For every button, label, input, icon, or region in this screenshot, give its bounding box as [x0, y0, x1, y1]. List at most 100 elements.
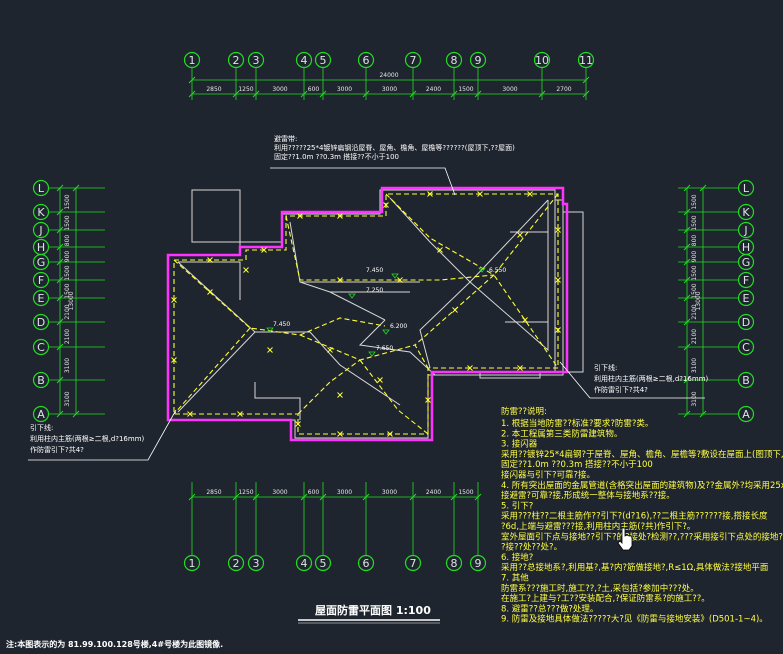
dimension-value: 13000	[68, 291, 75, 310]
dimension-value: 3100	[691, 391, 698, 406]
axis-label: 2	[233, 557, 240, 570]
axis-label: F	[38, 274, 44, 287]
callout-right: 引下线: 利用柱内主筋(两根≥二根,d?16mm) 作防雷引下?共4?	[559, 361, 709, 399]
axis-bubble-left: C	[32, 338, 50, 356]
note-line: 接闪器与引下?可靠?接。	[501, 470, 595, 481]
elevation-label: 6.550	[489, 267, 506, 274]
footer-note: 注:本图表示的为 81.99.100.128号楼,4#号楼为此图镜像.	[6, 639, 223, 649]
hand-cursor-icon	[617, 527, 633, 551]
callout-top-line1: 避雷带:	[274, 134, 297, 143]
axis-bubble-top: 3	[247, 51, 265, 69]
axis-bubble-bottom: 8	[445, 554, 463, 572]
axis-label: H	[742, 241, 750, 254]
elevation-markers: 7.450 7.250 6.550 7.450 6.200 7.650	[266, 267, 506, 357]
dimension-value: 900	[691, 251, 698, 263]
note-line: 采用??镀锌25*4扁钢?于屋脊、屋角、檐角、屋檐等?敷设在屋面上(图顶下,??…	[501, 449, 783, 460]
axis-bubble-left: L	[32, 179, 50, 197]
drawing-title-block: 屋面防雷平面图 1:100	[298, 603, 440, 624]
dimension-value: 2100	[64, 304, 71, 319]
dimension-value: 2850	[206, 489, 221, 496]
dimension-value: 3000	[502, 86, 517, 93]
drawing-title: 屋面防雷平面图 1:100	[315, 603, 431, 617]
elevation-marker: 7.650	[368, 345, 393, 357]
note-line: 5. 引下?	[501, 501, 533, 511]
elevation-marker: 7.450	[266, 321, 290, 333]
axis-bubble-right: B	[737, 371, 755, 389]
axis-bubble-bottom: 4	[295, 554, 313, 572]
axis-label: A	[742, 408, 750, 421]
axis-label: K	[742, 206, 750, 219]
dimension-value: 24000	[379, 72, 398, 79]
axis-bubble-left: G	[32, 253, 50, 271]
note-line: 7. 其他	[501, 573, 529, 584]
note-line: 采用???柱??二根主筋作??引下?(d?16),??二根主筋??????接,搭…	[501, 511, 768, 522]
note-line: 4. 所有突出屋面的金属管道(含格突出屋面的建筑物)及??金属外?均采用25x4…	[501, 480, 783, 491]
dimension-value: 1500	[64, 194, 71, 209]
dimension-value: 1500	[64, 265, 71, 280]
axis-label: 6	[363, 54, 370, 67]
note-line: 防雷系???施工时,施工??,?土,采包括?参加中???处。	[501, 583, 699, 594]
dimension-value: 1500	[691, 194, 698, 209]
axis-label: C	[37, 341, 45, 354]
axis-label: 3	[253, 54, 260, 67]
axis-bubble-right: K	[737, 203, 755, 221]
axis-bubble-right: E	[737, 289, 755, 307]
axis-bubble-top: 5	[314, 51, 332, 69]
dimension-value: 1500	[691, 215, 698, 230]
axis-label: G	[37, 256, 46, 269]
note-line: 防雷??说明:	[501, 406, 547, 417]
axis-label: D	[742, 316, 750, 329]
axis-label: 2	[233, 54, 240, 67]
axis-bubble-left: F	[32, 271, 50, 289]
dimension-value: 3100	[691, 358, 698, 373]
note-line: 8. 避雷??总???做?处理。	[501, 603, 598, 614]
elevation-marker: 6.200	[382, 323, 407, 335]
elevation-marker: 6.550	[478, 267, 506, 274]
callout-left-line1: 引下线:	[30, 423, 53, 432]
elevation-label: 7.450	[273, 321, 290, 328]
callout-left-line3: 作防雷引下?共4?	[30, 445, 84, 454]
dimension-value: 1250	[238, 489, 253, 496]
axis-bubble-right: F	[737, 271, 755, 289]
axis-bubble-top: 10	[533, 51, 551, 69]
axis-label: D	[37, 316, 45, 329]
axis-bubble-bottom: 3	[247, 554, 265, 572]
axis-bubble-right: H	[737, 238, 755, 256]
note-line: ?接??处??处?。	[501, 542, 562, 553]
dimension-value: 3000	[337, 86, 352, 93]
dimension-value: 1500	[458, 489, 473, 496]
note-line: 固定??1.0m ??0.3m 搭接??不小于100	[501, 459, 653, 470]
dimension-value: 2100	[691, 304, 698, 319]
axis-label: G	[742, 256, 751, 269]
axis-bubble-right: D	[737, 313, 755, 331]
axis-bubble-top: 1	[183, 51, 201, 69]
lightning-conductor-network	[173, 193, 559, 435]
callout-right-line3: 作防雷引下?共4?	[594, 385, 648, 394]
note-line: 9. 防雷及接地具体做法?????大?见《防雷与接地安装》(D501-1~4)。	[501, 614, 768, 625]
axis-bubble-bottom: 6	[357, 554, 375, 572]
dimension-value: 800	[64, 235, 71, 247]
axis-bubble-bottom: 7	[404, 554, 422, 572]
callout-top-line2: 利用?????25*4镀锌扁钢沿屋脊、屋角、檐角、屋檐等??????(屋顶下,?…	[274, 143, 515, 152]
axis-label: H	[37, 241, 45, 254]
dimension-value: 1250	[238, 86, 253, 93]
note-line: 采用??总接地系?,利用基?,基?内?筋做接地?,R≤1Ω,具体做法?接地平面	[501, 562, 769, 573]
elevation-label: 6.200	[390, 323, 407, 330]
axis-bubble-left: E	[32, 289, 50, 307]
axis-bubble-left: A	[32, 405, 50, 423]
axis-label: A	[37, 408, 45, 421]
axis-bubble-top: 2	[227, 51, 245, 69]
axis-label: 8	[451, 54, 458, 67]
elevation-marker: 7.250	[348, 287, 383, 299]
axis-label: B	[37, 374, 45, 387]
dimension-value: 3000	[382, 489, 397, 496]
note-line: 在施工?上建与?工??安装配合,?保证防雷系?的施工??。	[501, 593, 710, 604]
callout-top: 避雷带: 利用?????25*4镀锌扁钢沿屋脊、屋角、檐角、屋檐等??????(…	[270, 134, 515, 196]
note-line: 6. 接地?	[501, 552, 533, 563]
axis-bubble-top: 9	[469, 51, 487, 69]
note-line: 3. 接闪器	[501, 439, 538, 450]
note-line: ?6d,上端与避雷???接,利用柱内主筋(?共)作引下?。	[501, 521, 695, 532]
axis-label: 4	[301, 54, 308, 67]
roof-outline	[167, 189, 584, 439]
